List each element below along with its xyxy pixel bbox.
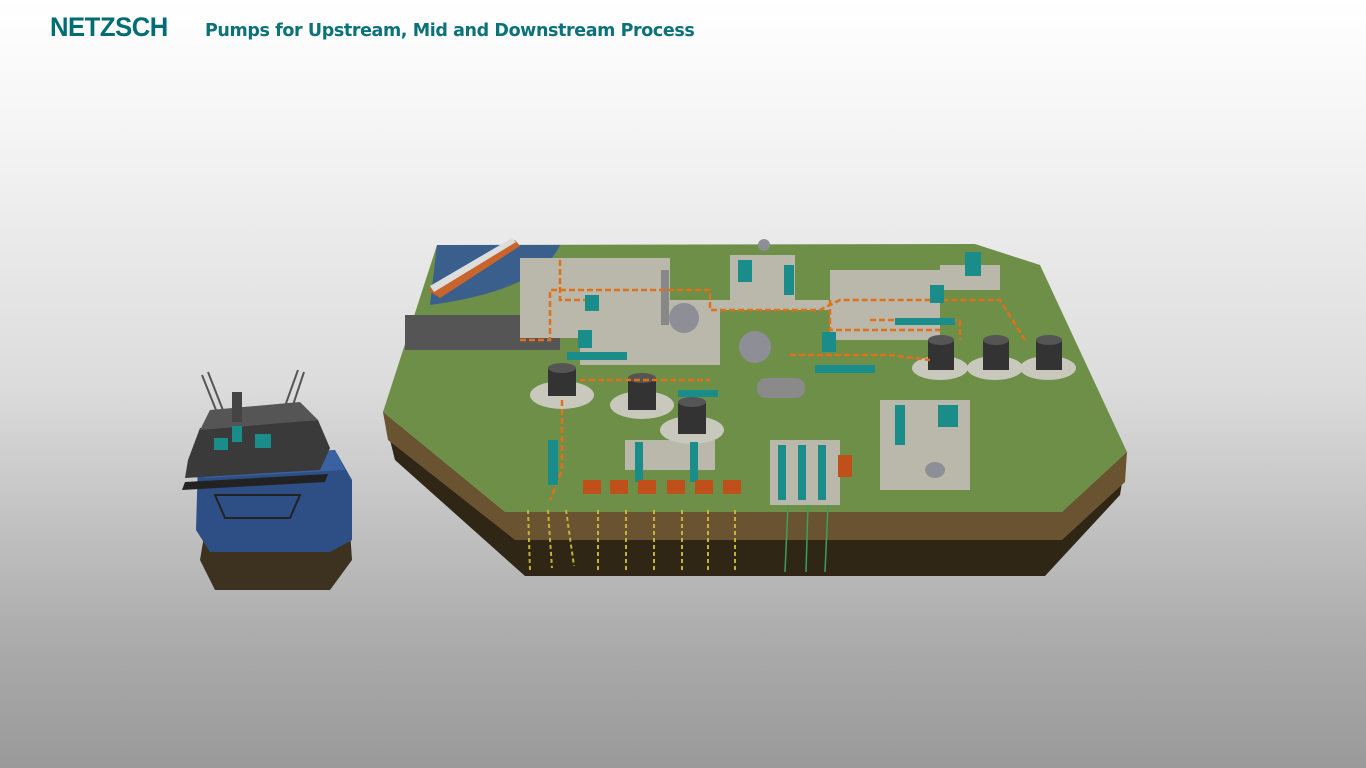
netzsch-logo[interactable]: NETZSCH xyxy=(50,12,168,42)
page-title: Pumps for Upstream, Mid and Downstream P… xyxy=(205,21,695,41)
pumps[interactable] xyxy=(548,252,981,500)
wellheads[interactable] xyxy=(527,480,829,573)
offshore-platform[interactable] xyxy=(182,369,352,590)
storage-tanks[interactable] xyxy=(530,239,1076,478)
